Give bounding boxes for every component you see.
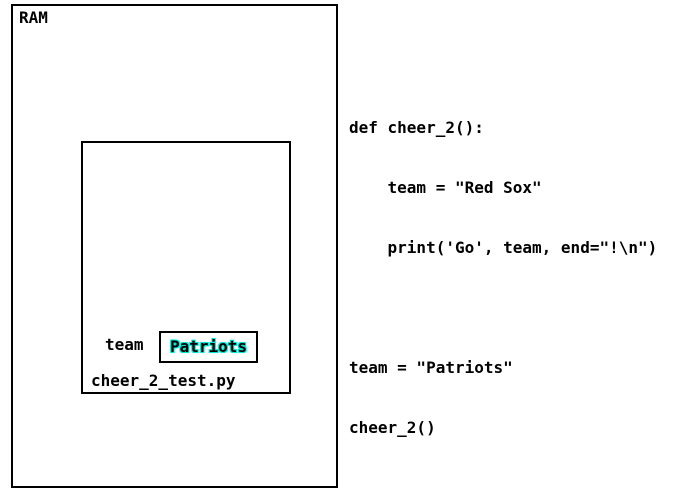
frame-label: cheer_2_test.py xyxy=(91,371,236,390)
code-line xyxy=(349,298,657,318)
variable-value-box: Patriots xyxy=(159,331,258,363)
code-line: def cheer_2(): xyxy=(349,118,484,137)
code-line: cheer_2() xyxy=(349,418,436,437)
variable-value: Patriots xyxy=(169,337,248,356)
code-line: team = "Red Sox" xyxy=(349,178,542,197)
variable-name: team xyxy=(105,335,144,354)
ram-label: RAM xyxy=(19,8,48,27)
ram-box: RAM team Patriots cheer_2_test.py xyxy=(11,4,338,488)
code-block: def cheer_2(): team = "Red Sox" print('G… xyxy=(349,78,657,458)
frame-box: team Patriots cheer_2_test.py xyxy=(81,141,291,394)
code-line: team = "Patriots" xyxy=(349,358,513,377)
code-line: print('Go', team, end="!\n") xyxy=(349,238,658,257)
